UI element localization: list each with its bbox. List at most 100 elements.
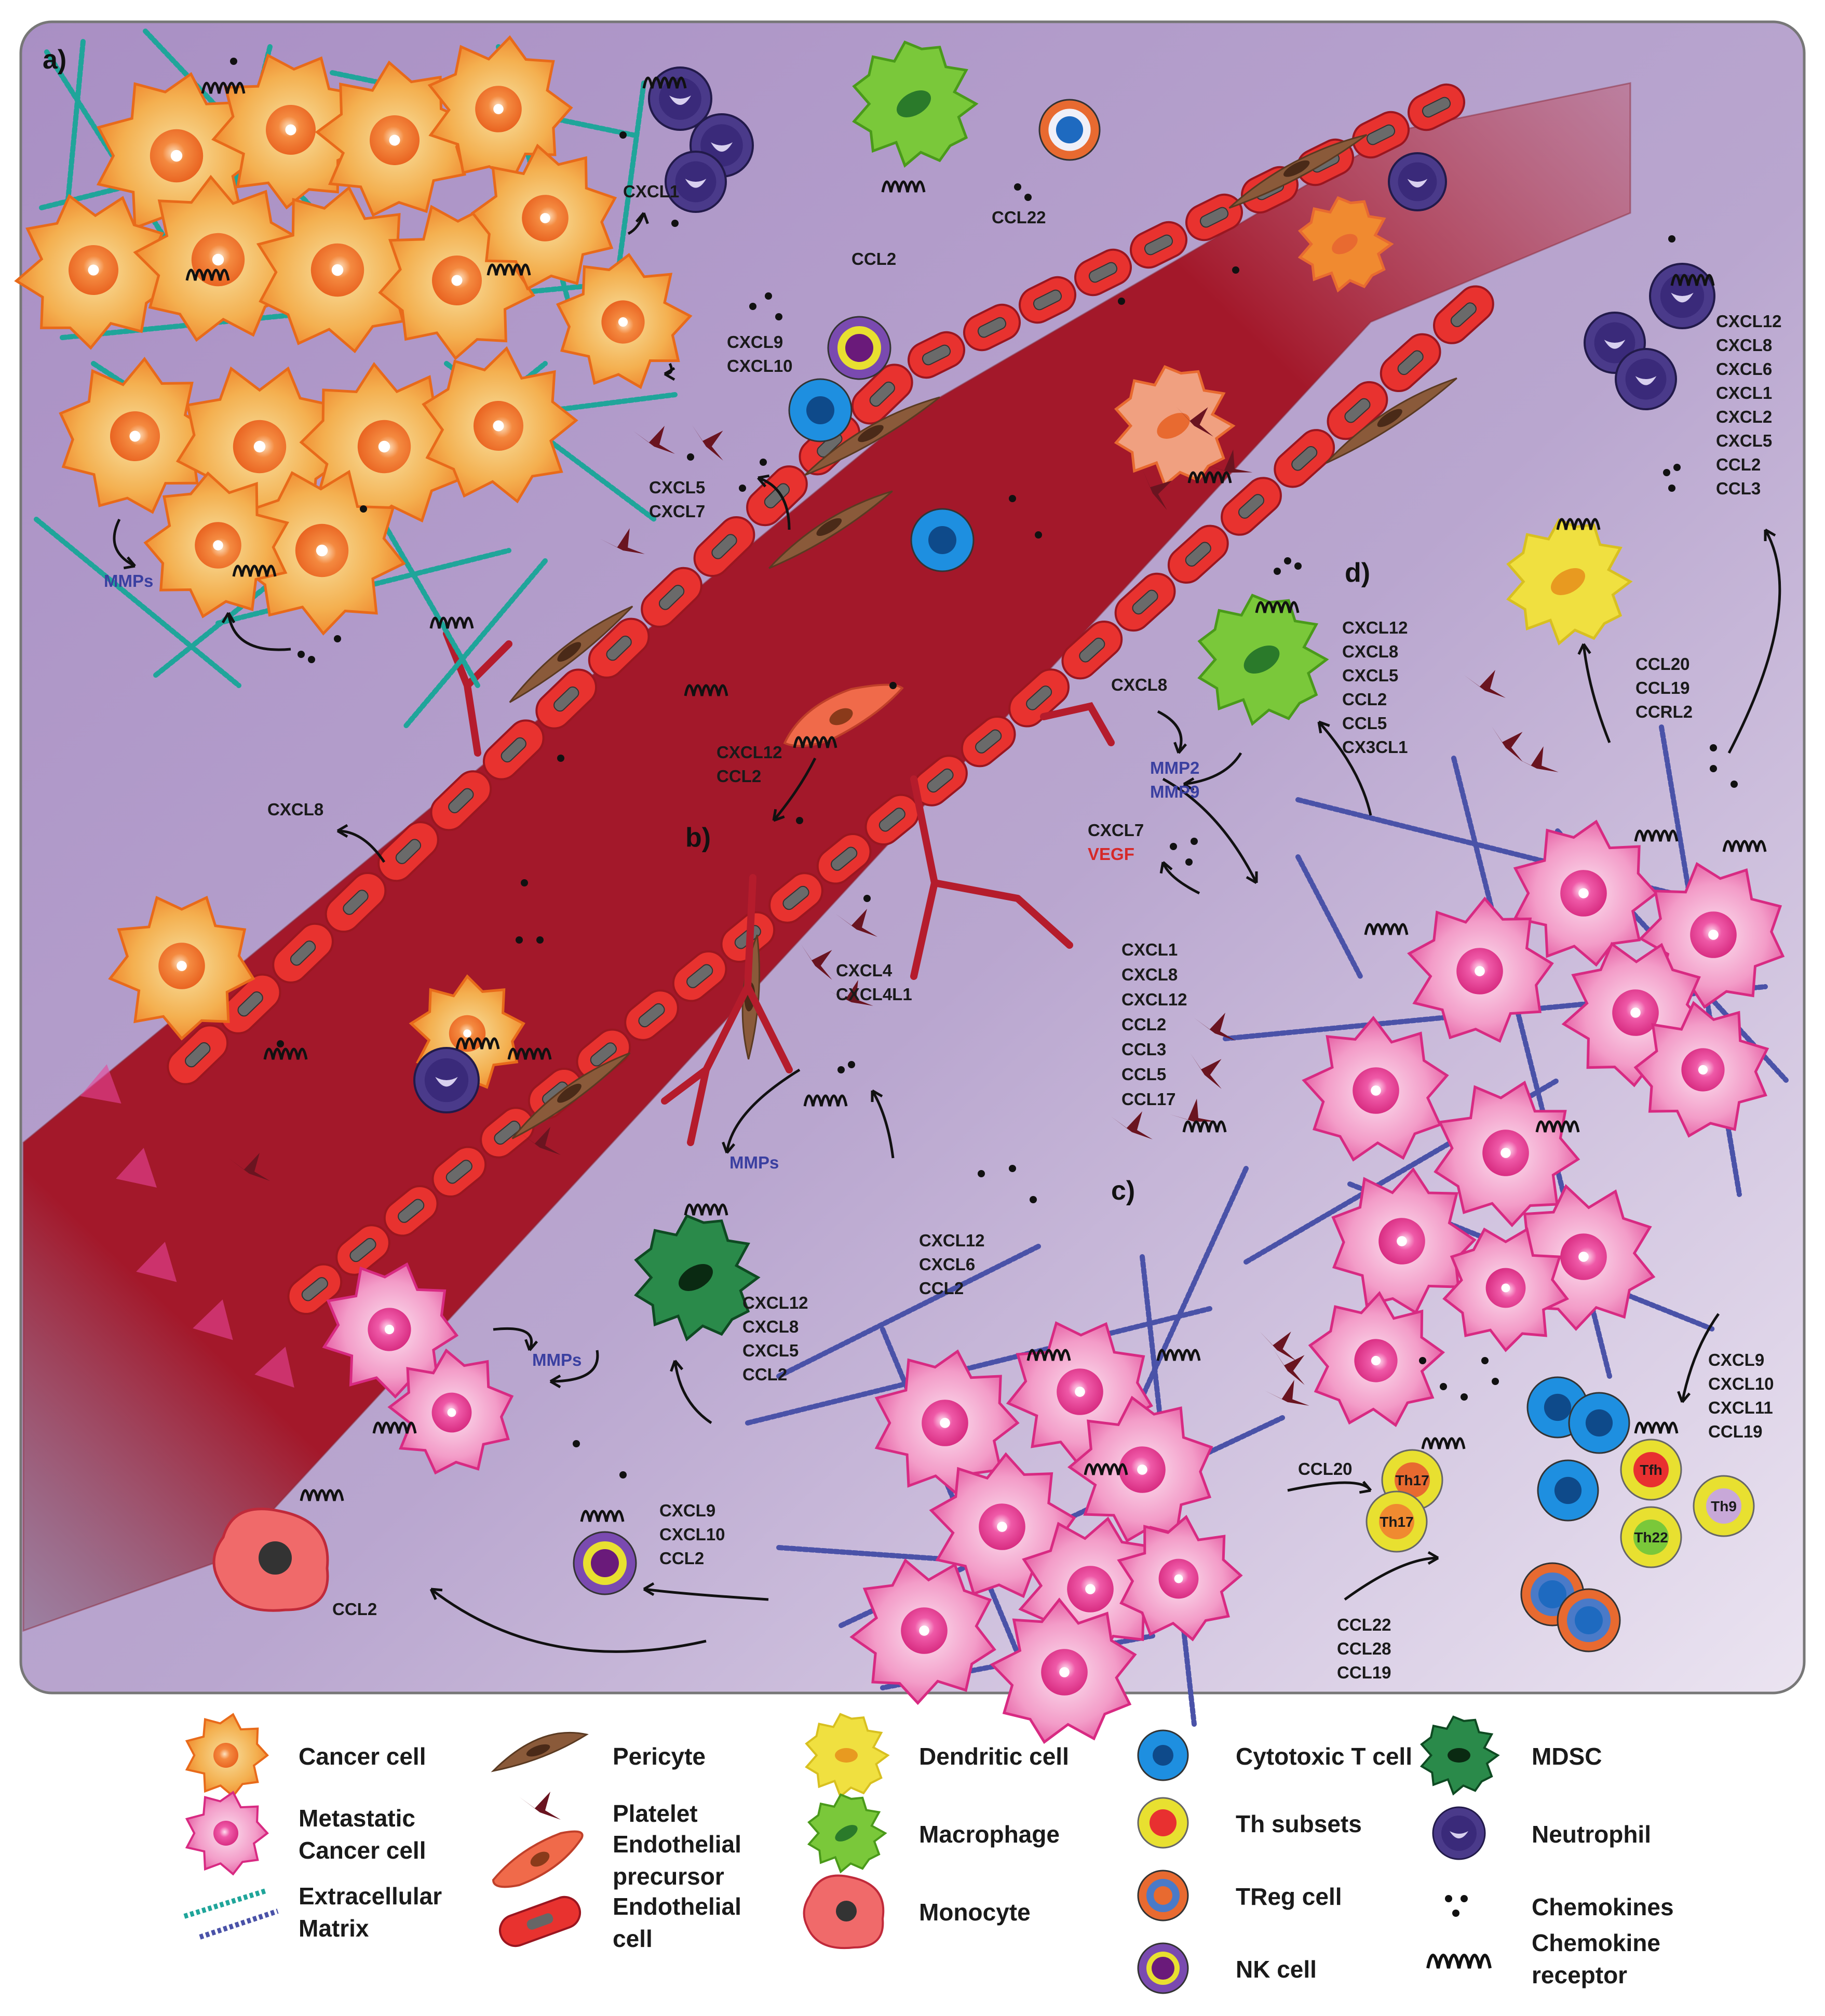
cell-nucleus	[1575, 1606, 1603, 1634]
nucleolus	[285, 124, 296, 136]
panel-b-label: b)	[685, 823, 711, 853]
th-cell: Th17	[1366, 1490, 1428, 1553]
cell-nucleus	[1633, 1520, 1669, 1555]
legend-label: precursor	[613, 1863, 724, 1890]
endothelial-cell-nucleus	[764, 483, 790, 508]
chemokine-dot	[308, 656, 315, 663]
endothelial-cell-nucleus	[501, 737, 526, 763]
neutrophil-icon	[1432, 1806, 1486, 1860]
chemokine-dot	[889, 682, 897, 689]
arrow-head	[1577, 643, 1591, 655]
legend-label: Dendritic cell	[919, 1743, 1069, 1770]
endothelial-cell	[1432, 285, 1494, 344]
arrow-shaft	[550, 1350, 599, 1383]
metastatic-cancer-cell	[1117, 1514, 1243, 1642]
chemokine-dot	[687, 453, 694, 461]
endothelial-cell-nucleus	[927, 768, 954, 793]
platelet	[1142, 469, 1172, 510]
labels: MMPsCXCL1CCL2CCL22CXCL9CXCL10CXCL5CXCL7C…	[104, 182, 1782, 1682]
nucleolus	[1075, 1387, 1085, 1397]
nucleolus	[316, 544, 328, 557]
arrow-head	[871, 1089, 883, 1102]
pericyte	[509, 606, 633, 703]
monocyte-icon	[803, 1874, 885, 1950]
endothelial-cell	[287, 1263, 343, 1315]
pericyte	[768, 490, 893, 569]
endothelial-cell	[377, 821, 439, 882]
nucleolus	[378, 440, 390, 453]
arrow-shaft	[758, 476, 791, 530]
endothelial-cell	[641, 567, 702, 628]
label-macrophage-chemokines: CCL2	[1342, 690, 1387, 709]
endothelial-cell-nucleus	[975, 729, 1002, 754]
chemokine-dot	[1294, 562, 1302, 570]
label-neutrophil-chemokines: CXCL8	[1716, 335, 1772, 355]
chemokine-dot	[1492, 1378, 1499, 1385]
endothelial-cell	[1130, 221, 1187, 269]
label-nk-chemokines: CXCL10	[659, 1525, 725, 1544]
chemokine-dot	[1014, 183, 1021, 191]
endothelial-cell-nucleus	[1366, 124, 1396, 145]
chemokine-dot	[1731, 781, 1738, 788]
arrow-head	[524, 1339, 538, 1351]
legend-label: Pericyte	[613, 1743, 706, 1770]
mdsc	[634, 1214, 761, 1341]
arrow-shaft	[493, 1327, 533, 1351]
arrow-head	[336, 824, 348, 838]
chemokine-dot	[573, 1440, 580, 1447]
cancer-cell-icon	[185, 1713, 269, 1798]
cell-nucleus	[845, 334, 873, 362]
label-cxcl8-d: CXCL8	[1111, 675, 1167, 694]
label-treg-chemokines: CCL22	[1337, 1615, 1391, 1634]
legend-label: Monocyte	[919, 1899, 1031, 1926]
endothelial-cell-nucleus	[1185, 542, 1211, 567]
endothelial-cell-nucleus	[445, 1160, 472, 1184]
label-mid-chemokines: CCL2	[1121, 1015, 1166, 1034]
nucleolus	[540, 213, 550, 223]
endothelial-cell	[1008, 668, 1070, 728]
nucleolus	[253, 440, 266, 453]
endothelial-cell	[851, 364, 913, 425]
pericyte	[1326, 377, 1457, 464]
metastatic-cancer-cell	[1331, 1167, 1477, 1314]
nucleolus	[618, 317, 628, 327]
chemokine-receptor	[486, 263, 531, 276]
platelet	[692, 425, 723, 461]
endothelial-cell-nucleus	[686, 964, 713, 988]
nucleolus	[1501, 1283, 1510, 1293]
legend-label: Cytotoxic T cell	[1236, 1743, 1412, 1770]
cell-inner	[424, 1058, 469, 1103]
label-tcell-chemokines: CXCL11	[1708, 1398, 1773, 1417]
platelet	[519, 1127, 561, 1155]
label-cxcl12-ccl2-b: CCL2	[717, 767, 761, 786]
chemokine-receptor	[372, 1421, 417, 1434]
legend-label: Metastatic	[299, 1805, 415, 1832]
endothelial-cell	[624, 989, 679, 1041]
endothelial-cell	[383, 1185, 439, 1237]
label-cxcl5-cxcl7: CXCL7	[649, 502, 705, 521]
arrow-head	[635, 212, 649, 224]
platelet	[1273, 1349, 1305, 1385]
cancer-cell	[14, 194, 172, 350]
cytotoxic-t-cell	[1568, 1392, 1630, 1454]
chemokine-receptor	[1182, 1120, 1227, 1133]
migration-arrowhead	[136, 1242, 177, 1282]
label-mdsc-chemokines: CCL2	[742, 1365, 787, 1384]
chemokine-dot	[837, 1066, 845, 1073]
platelet	[1169, 1098, 1216, 1122]
chemokine-dot	[1284, 557, 1291, 565]
chemokine-dot	[671, 220, 679, 227]
chemokine-dot	[739, 485, 746, 492]
chemokine-dot	[1663, 469, 1670, 476]
th-label: Th22	[1634, 1529, 1668, 1545]
legend-label: Matrix	[299, 1915, 369, 1942]
cancer-cell	[59, 356, 215, 514]
chemokine-receptor	[684, 684, 728, 696]
platelet	[836, 909, 877, 937]
endothelial-cell-nucleus	[448, 788, 474, 814]
chemokine-receptor	[185, 268, 230, 281]
chemokine-dot	[1170, 843, 1177, 850]
arrow-head	[757, 474, 770, 488]
th-label: Tfh	[1640, 1462, 1662, 1478]
arrow-head	[1764, 528, 1776, 541]
